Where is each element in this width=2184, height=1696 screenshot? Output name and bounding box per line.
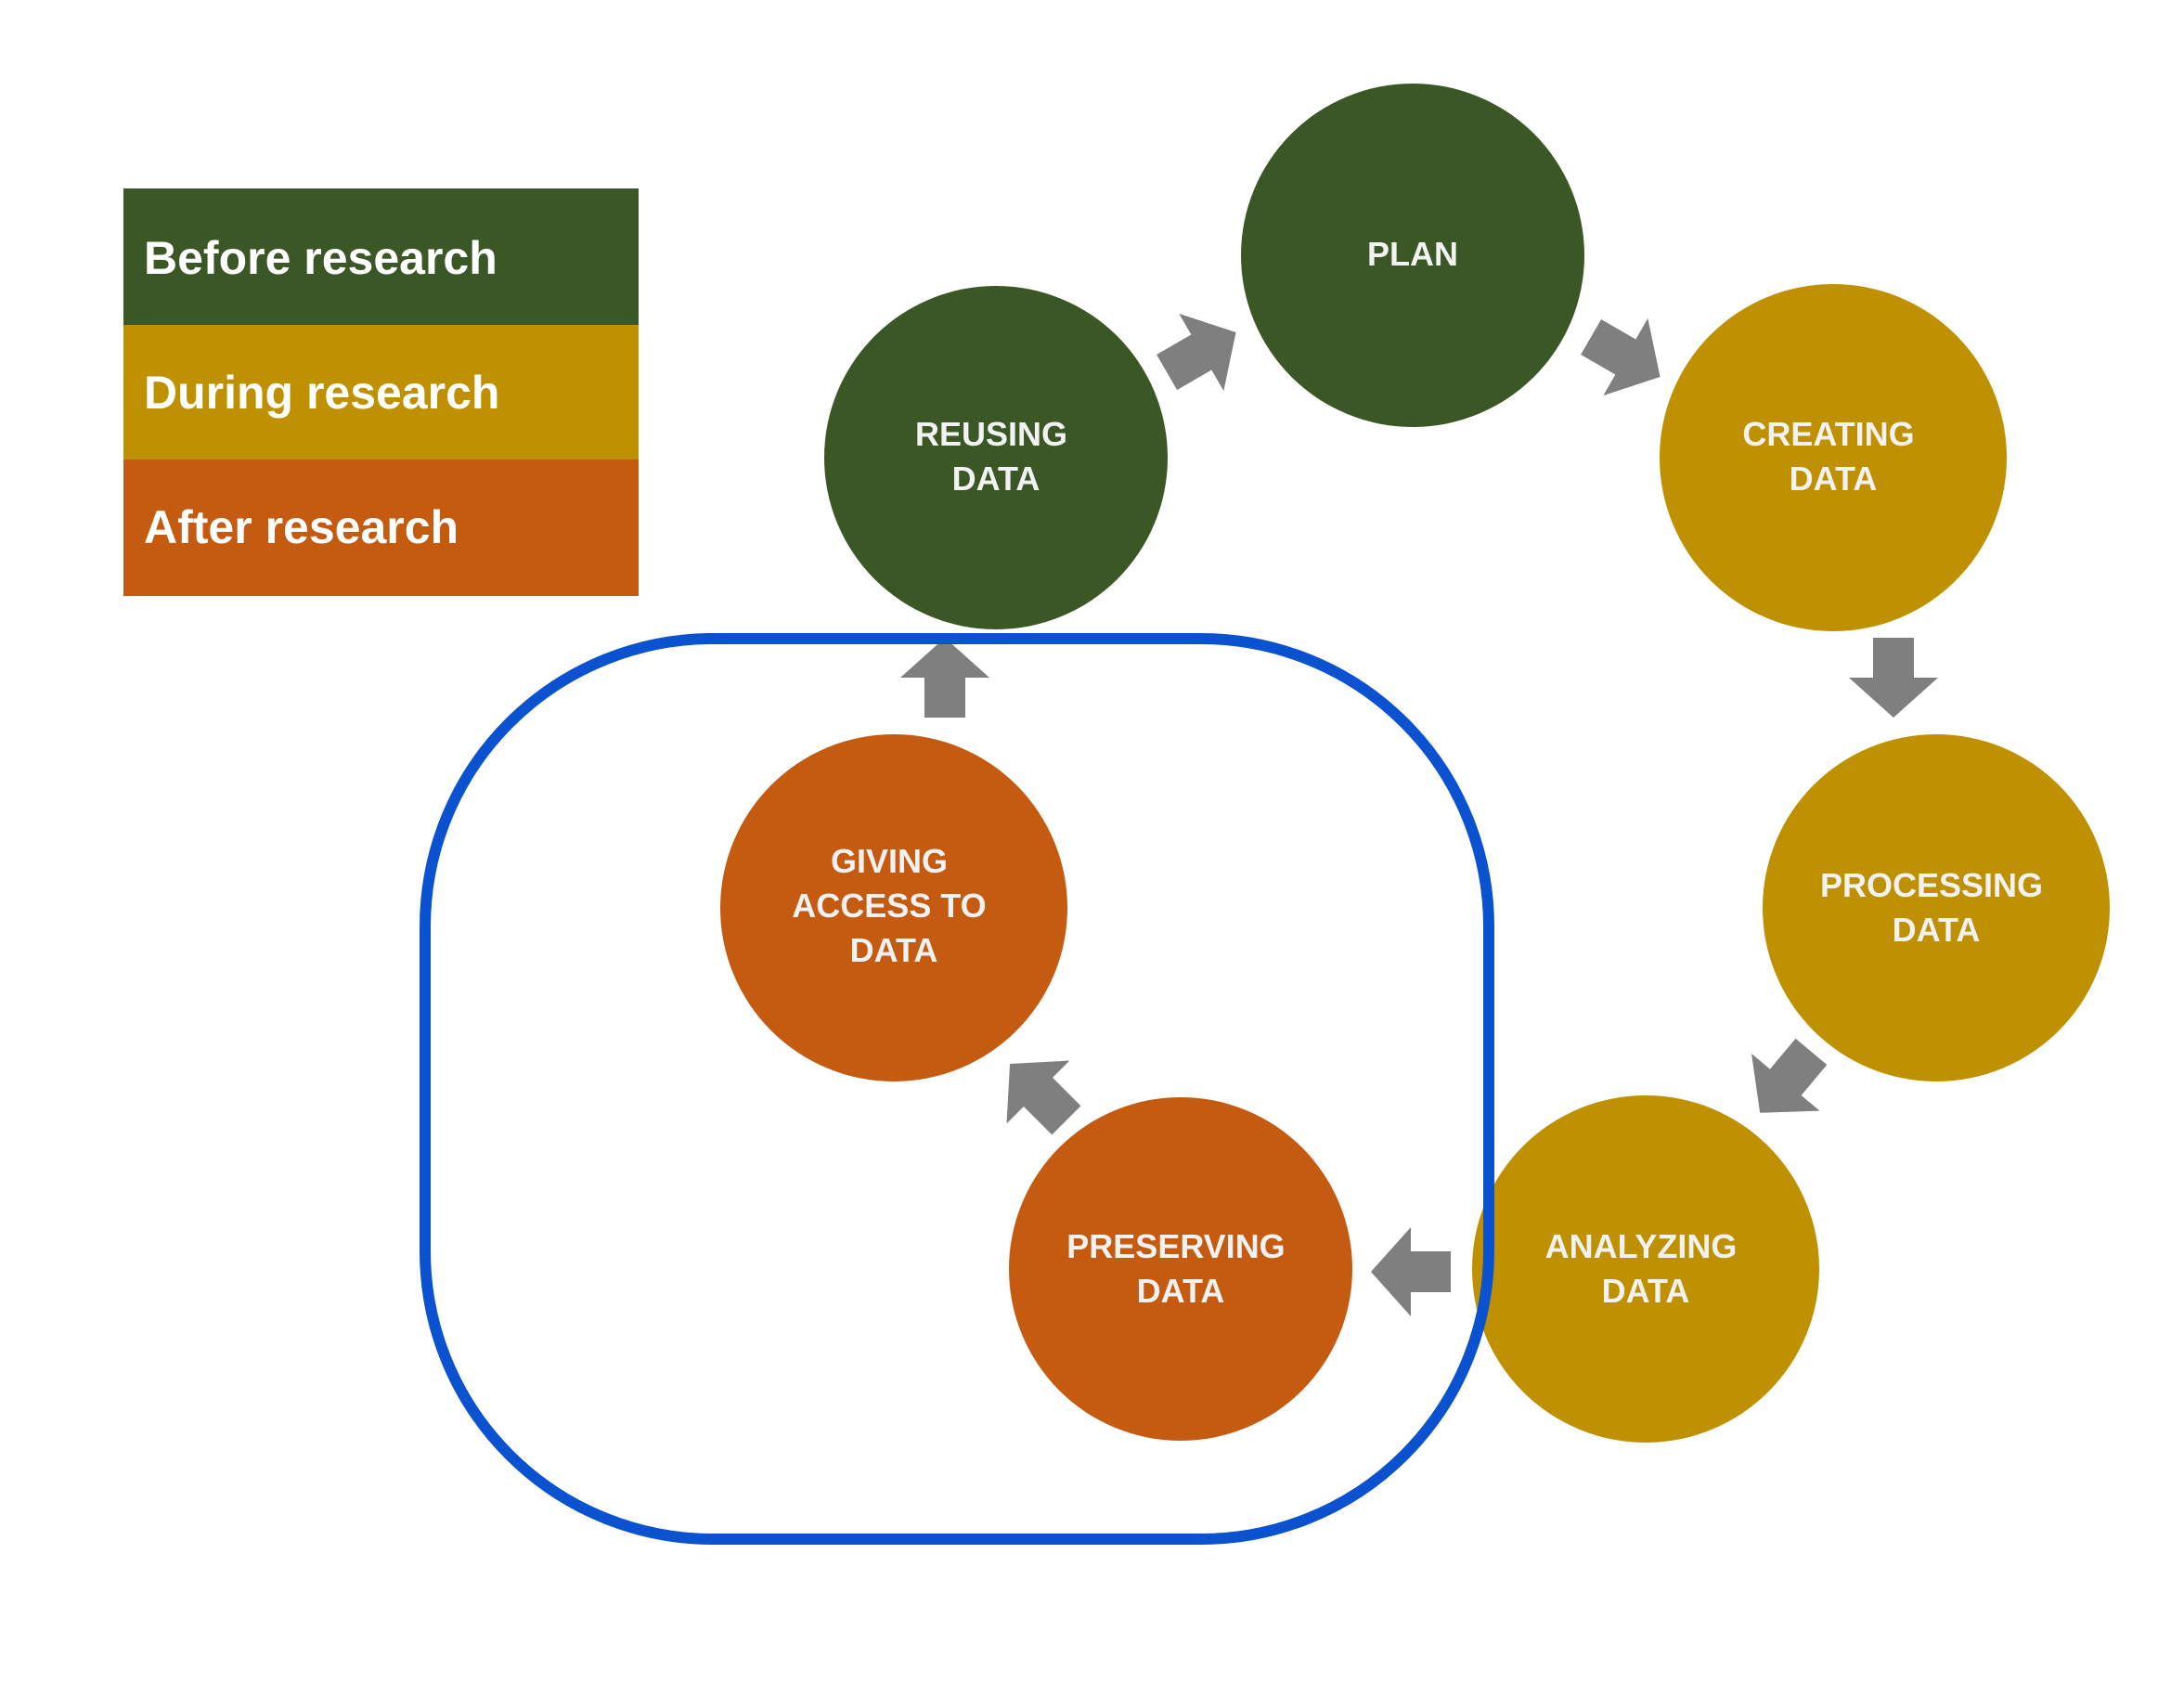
stage-node-plan: PLAN (1241, 84, 1584, 427)
highlight-box (420, 633, 1494, 1545)
arrow-processing-to-analyzing (1751, 1038, 1828, 1113)
stage-node-creating-data: CREATING DATA (1660, 284, 2007, 631)
legend-swatch-during (123, 325, 639, 460)
arrow-preserving-to-giving (1006, 1060, 1081, 1135)
stage-circle-plan (1241, 84, 1584, 427)
legend-label-before: Before research (144, 232, 498, 284)
legend-label-after: After research (144, 501, 459, 553)
stage-circle-preserving-data (1009, 1097, 1352, 1441)
cycle-arrows (900, 313, 1938, 1316)
legend-swatch-after (123, 460, 639, 596)
stage-circle-reusing-data (824, 286, 1168, 629)
stage-label-preserving-data: PRESERVING DATA (1066, 1227, 1294, 1310)
legend-label-during: During research (144, 367, 499, 419)
stage-node-processing-data: PROCESSING DATA (1763, 734, 2110, 1081)
arrow-reusing-to-plan (1157, 313, 1236, 392)
stage-node-reusing-data: REUSING DATA (824, 286, 1168, 629)
stage-label-giving-access-to-data: GIVING ACCESS TO DATA (792, 842, 995, 969)
stage-circle-giving-access-to-data (720, 734, 1067, 1081)
stage-label-analyzing-data: ANALYZING DATA (1545, 1227, 1747, 1310)
stage-circle-creating-data (1660, 284, 2007, 631)
legend-swatch-before (123, 188, 639, 325)
legend: Before research During research After re… (123, 188, 639, 596)
stage-node-analyzing-data: ANALYZING DATA (1472, 1095, 1819, 1443)
arrow-creating-to-processing (1849, 638, 1938, 718)
stage-label-reusing-data: REUSING DATA (915, 415, 1077, 498)
stage-label-processing-data: PROCESSING DATA (1820, 866, 2052, 949)
arrow-giving-to-reusing (900, 638, 989, 718)
stage-node-preserving-data: PRESERVING DATA (1009, 1097, 1352, 1441)
arrow-analyzing-to-preserving (1371, 1227, 1451, 1316)
stage-circle-analyzing-data (1472, 1095, 1819, 1443)
stage-circle-processing-data (1763, 734, 2110, 1081)
stage-label-creating-data: CREATING DATA (1742, 415, 1923, 498)
stage-label-plan: PLAN (1367, 235, 1458, 273)
stage-node-giving-access-to-data: GIVING ACCESS TO DATA (720, 734, 1067, 1081)
arrow-plan-to-creating (1581, 317, 1661, 396)
